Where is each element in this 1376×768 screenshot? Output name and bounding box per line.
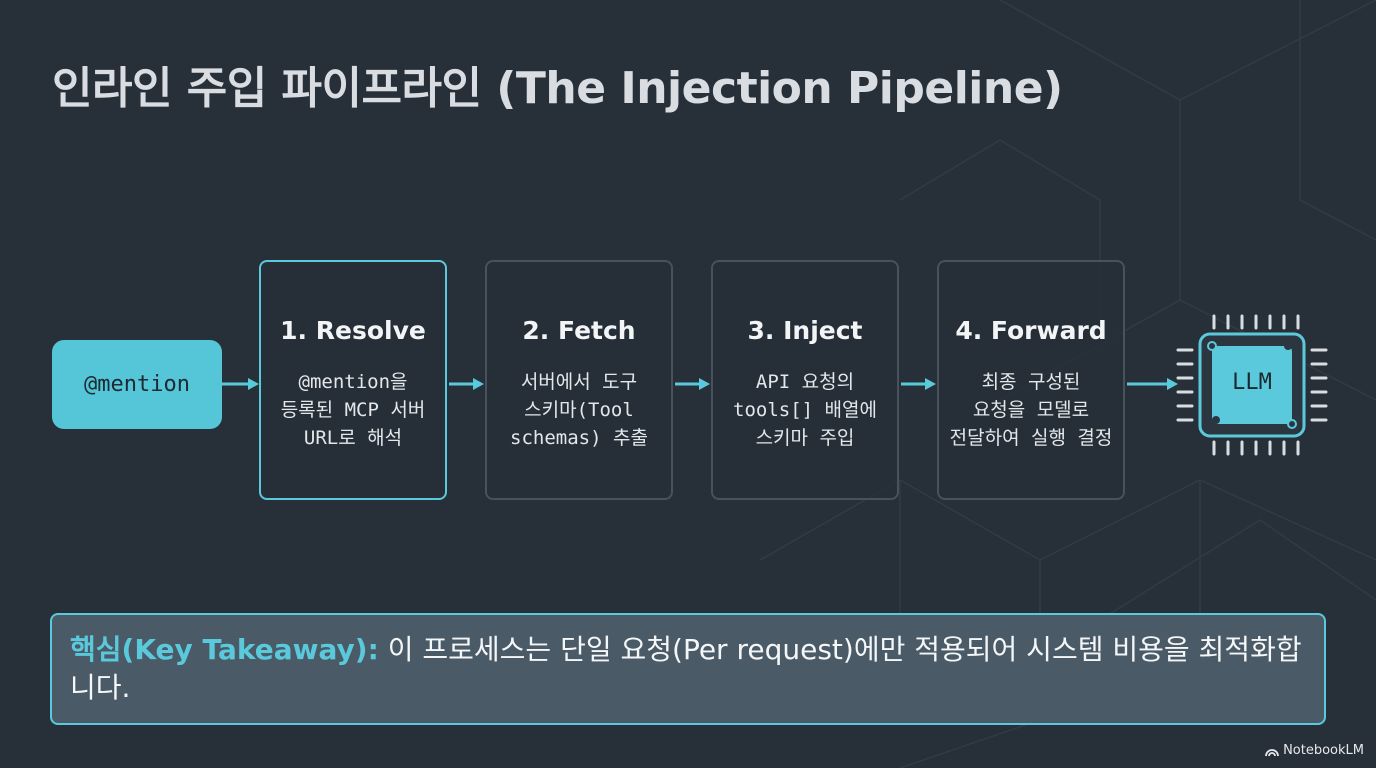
step-line: 스키마(Tool xyxy=(524,399,634,421)
step-title: 4. Forward xyxy=(955,316,1107,345)
arrow-forward-to-llm xyxy=(1127,378,1178,390)
step-fetch: 2. Fetch 서버에서 도구 스키마(Tool schemas) 추출 xyxy=(485,260,673,500)
key-takeaway-box: 핵심(Key Takeaway): 이 프로세스는 단일 요청(Per requ… xyxy=(50,613,1326,725)
arrow-resolve-to-fetch xyxy=(449,378,484,390)
step-line: tools[] 배열에 xyxy=(733,399,877,421)
step-title: 3. Inject xyxy=(747,316,863,345)
page-title: 인라인 주입 파이프라인 (The Injection Pipeline) xyxy=(52,63,1063,114)
step-line: schemas) 추출 xyxy=(510,427,648,449)
takeaway-key: 핵심(Key Takeaway): xyxy=(70,633,379,666)
step-title: 2. Fetch xyxy=(522,316,636,345)
llm-label: LLM xyxy=(1232,370,1272,395)
step-line: 등록된 MCP 서버 xyxy=(280,399,426,421)
step-description: 최종 구성된 요청을 모델로 전달하여 실행 결정 xyxy=(945,368,1117,452)
step-line: 스키마 주입 xyxy=(755,427,855,449)
step-line: 요청을 모델로 xyxy=(972,399,1090,421)
step-inject: 3. Inject API 요청의 tools[] 배열에 스키마 주입 xyxy=(711,260,899,500)
takeaway-text: 이 프로세스는 단일 요청(Per request)에만 적용되어 시스템 비용… xyxy=(70,633,1302,704)
watermark: NotebookLM xyxy=(1265,743,1364,758)
step-description: 서버에서 도구 스키마(Tool schemas) 추출 xyxy=(493,368,665,452)
step-line: 서버에서 도구 xyxy=(520,371,638,393)
arrow-inject-to-forward xyxy=(901,378,936,390)
step-line: @mention을 xyxy=(298,371,408,393)
notebooklm-logo-icon xyxy=(1265,748,1279,756)
step-line: 최종 구성된 xyxy=(981,371,1081,393)
step-line: API 요청의 xyxy=(755,371,855,393)
mention-label: @mention xyxy=(84,372,190,397)
step-line: 전달하여 실행 결정 xyxy=(949,427,1113,449)
step-line: URL로 해석 xyxy=(303,427,403,449)
watermark-label: NotebookLM xyxy=(1283,743,1364,758)
step-forward: 4. Forward 최종 구성된 요청을 모델로 전달하여 실행 결정 xyxy=(937,260,1125,500)
step-resolve: 1. Resolve @mention을 등록된 MCP 서버 URL로 해석 xyxy=(259,260,447,500)
step-title: 1. Resolve xyxy=(280,316,426,345)
mention-node: @mention xyxy=(52,340,222,429)
step-description: API 요청의 tools[] 배열에 스키마 주입 xyxy=(719,368,891,452)
llm-chip-icon xyxy=(1176,314,1328,456)
step-description: @mention을 등록된 MCP 서버 URL로 해석 xyxy=(267,368,439,452)
arrow-mention-to-resolve xyxy=(222,378,259,390)
arrow-fetch-to-inject xyxy=(675,378,710,390)
